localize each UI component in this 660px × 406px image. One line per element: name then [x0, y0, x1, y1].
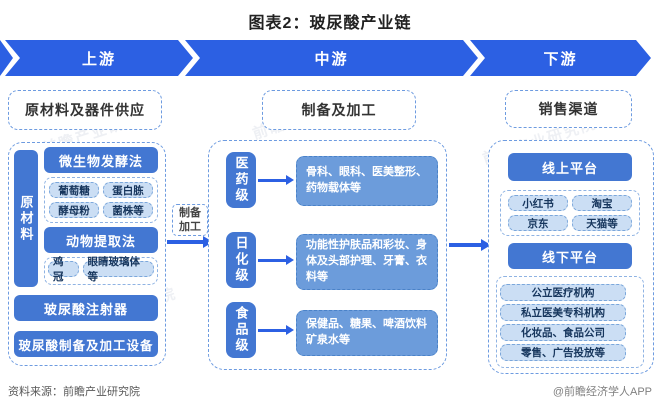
credit-note: @前瞻经济学人APP	[552, 386, 652, 398]
midstream-header-label: 制备及加工	[301, 102, 377, 118]
banner-upstream-label: 上游	[81, 50, 116, 68]
online-item: 小红书	[508, 195, 568, 211]
offline-item: 零售、广告投放等	[500, 343, 626, 361]
offline-items: 公立医疗机构 私立医美专科机构 化妆品、食品公司 零售、广告投放等	[496, 276, 644, 368]
offline-item: 化妆品、食品公司	[500, 323, 626, 341]
food-applications-text: 保健品、糖果、啤酒饮料矿泉水等	[306, 318, 427, 346]
connector-line1: 制备	[179, 206, 201, 219]
source-note: 资料来源：前瞻产业研究院	[8, 386, 140, 398]
fermentation-items: 葡萄糖 蛋白胨 酵母粉 菌株等	[44, 177, 158, 223]
grade-food-label: 食品级	[233, 306, 249, 354]
upstream-header: 原材料及器件供应	[8, 90, 162, 130]
upstream-header-label: 原材料及器件供应	[25, 102, 145, 118]
fermentation-item: 蛋白胨	[103, 182, 153, 198]
preparation-connector-box: 制备 加工	[172, 204, 208, 236]
connector-line2: 加工	[179, 221, 201, 233]
online-platform-box: 线上平台	[508, 153, 632, 181]
grade-pharma-box: 医药级	[226, 152, 256, 208]
food-arrow-icon	[258, 325, 294, 335]
injector-box: 玻尿酸注射器	[14, 295, 158, 321]
online-item: 淘宝	[572, 195, 632, 211]
pharma-applications-box: 骨科、眼科、医美整形、药物载体等	[296, 156, 438, 206]
dailychem-applications-box: 功能性护肤品和彩妆、身体及头部护理、牙膏、衣料等	[296, 234, 438, 290]
fermentation-item: 酵母粉	[49, 202, 99, 218]
raw-material-bar: 原材料	[14, 150, 38, 287]
offline-platform-box: 线下平台	[508, 243, 632, 269]
pharma-arrow-icon	[258, 175, 294, 185]
fermentation-method-box: 微生物发酵法	[44, 147, 158, 173]
online-platform-label: 线上平台	[541, 160, 598, 176]
animal-items: 鸡冠 眼睛玻璃体等	[44, 256, 158, 285]
upstream-to-midstream-arrow-icon	[167, 236, 213, 248]
offline-platform-label: 线下平台	[541, 249, 598, 265]
animal-extraction-label: 动物提取法	[65, 233, 136, 249]
midstream-header: 制备及加工	[262, 90, 416, 130]
grade-dailychem-box: 日化级	[226, 232, 256, 288]
fermentation-item: 菌株等	[103, 202, 153, 218]
grade-food-box: 食品级	[226, 302, 256, 358]
animal-extraction-box: 动物提取法	[44, 227, 158, 253]
animal-item: 鸡冠	[48, 256, 79, 283]
raw-material-label: 原材料	[18, 194, 34, 243]
downstream-header: 销售渠道	[505, 90, 632, 128]
offline-item: 私立医美专科机构	[500, 303, 626, 321]
animal-item: 眼睛玻璃体等	[82, 256, 154, 283]
banner-downstream-label: 下游	[543, 50, 578, 68]
dailychem-arrow-icon	[258, 255, 294, 265]
banner-midstream: 中游	[185, 40, 478, 76]
online-item: 京东	[508, 215, 568, 231]
grade-pharma-label: 医药级	[233, 156, 249, 204]
equipment-box: 玻尿酸制备及加工设备	[14, 331, 158, 357]
injector-label: 玻尿酸注射器	[43, 301, 128, 317]
pharma-applications-text: 骨科、眼科、医美整形、药物载体等	[306, 166, 427, 194]
midstream-to-downstream-arrow-icon	[449, 239, 491, 251]
fermentation-method-label: 微生物发酵法	[58, 153, 143, 169]
fermentation-item: 葡萄糖	[49, 182, 99, 198]
page-title: 图表2：玻尿酸产业链	[248, 15, 412, 32]
equipment-label: 玻尿酸制备及加工设备	[18, 338, 154, 353]
grade-dailychem-label: 日化级	[233, 236, 249, 284]
downstream-header-label: 销售渠道	[538, 101, 599, 117]
banner-upstream: 上游	[5, 40, 193, 76]
online-items: 小红书 淘宝 京东 天猫等	[500, 190, 640, 236]
offline-item: 公立医疗机构	[500, 283, 626, 301]
food-applications-box: 保健品、糖果、啤酒饮料矿泉水等	[296, 310, 438, 356]
online-item: 天猫等	[572, 215, 632, 231]
banner-midstream-label: 中游	[314, 50, 349, 68]
dailychem-applications-text: 功能性护肤品和彩妆、身体及头部护理、牙膏、衣料等	[306, 239, 427, 283]
banner-downstream: 下游	[470, 40, 651, 76]
